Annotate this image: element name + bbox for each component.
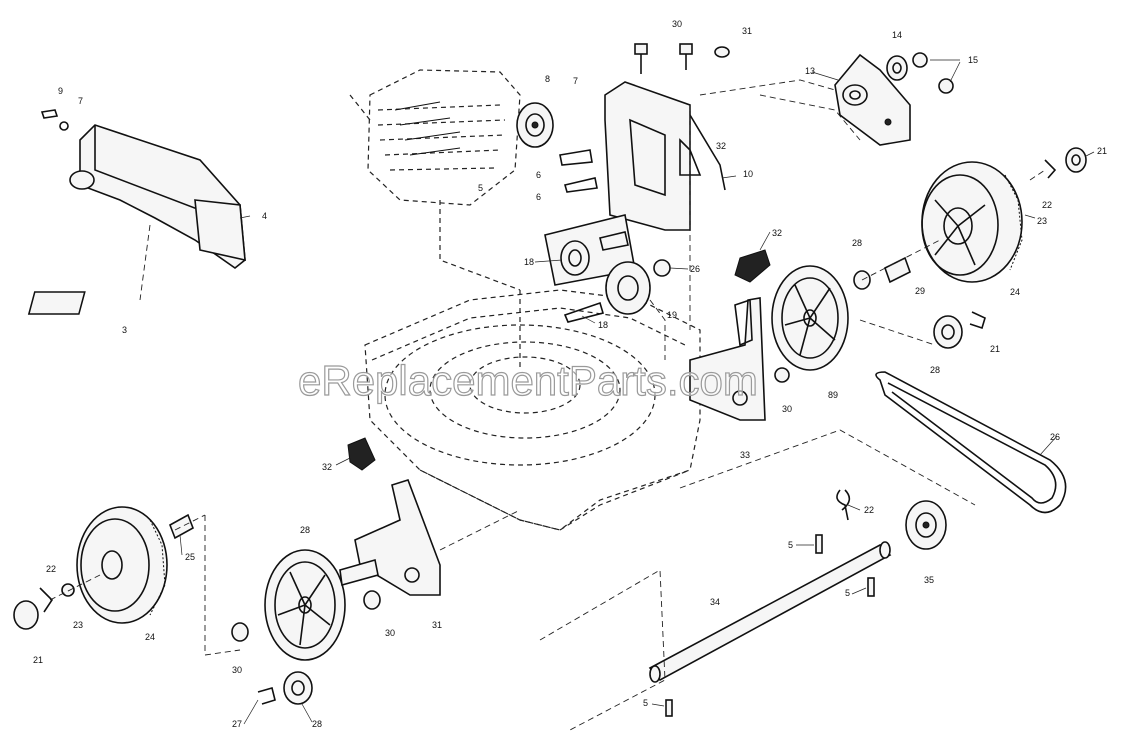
drive-pulley [905,500,947,550]
drive-shaft [539,429,976,731]
callout-21b: 21 [990,344,1000,354]
callout-6: 6 [536,170,541,180]
callout-5c: 5 [845,588,850,598]
callout-32c: 32 [322,462,332,472]
handle-bracket [604,81,726,330]
callout-5b: 5 [788,540,793,550]
shroud-hardware [40,109,69,131]
top-bolts [634,43,730,74]
callout-5d: 5 [643,698,648,708]
callout-34: 34 [710,597,720,607]
callout-18: 18 [524,257,534,267]
callout-22c: 22 [46,564,56,574]
callout-9: 9 [58,86,63,96]
callout-28c: 28 [300,525,310,535]
callout-32: 32 [716,141,726,151]
shaft-hardware [665,489,875,717]
rear-shroud [69,124,246,301]
callout-22b: 22 [864,505,874,515]
decal [27,291,86,315]
gear-case [544,214,671,360]
callout-7: 7 [78,96,83,106]
handle-plate [699,52,954,146]
callout-28d: 28 [312,719,322,729]
callout-30b: 30 [782,404,792,414]
callout-26: 26 [690,264,700,274]
callout-24b: 24 [145,632,155,642]
callout-5: 5 [478,183,483,193]
right-spacers [853,239,941,290]
callout-28: 28 [852,238,862,248]
callout-18b: 18 [598,320,608,330]
left-spacer [169,513,194,540]
mower-deck [364,289,701,531]
callout-30: 30 [672,19,682,29]
callout-22: 22 [1042,200,1052,210]
upper-pulley [516,102,598,193]
left-height-adjuster [339,479,521,610]
callout-13: 13 [805,66,815,76]
right-rear-wheel [921,147,1087,283]
left-washer [231,622,249,642]
callout-19: 19 [667,310,677,320]
callout-4: 4 [262,211,267,221]
left-leader [174,514,206,531]
right-height-adjuster [689,297,790,421]
callout-27: 27 [232,719,242,729]
callout-23b: 23 [73,620,83,630]
callout-30d: 30 [232,665,242,675]
engine [349,69,521,370]
callout-31b: 31 [432,620,442,630]
watermark: eReplacementParts.com [298,357,758,404]
callout-35: 35 [924,575,934,585]
callout-23: 23 [1037,216,1047,226]
callout-89: 89 [828,390,838,400]
callout-24: 24 [1010,287,1020,297]
callout-21: 21 [1097,146,1107,156]
callout-30c: 30 [385,628,395,638]
right-pinion [859,311,986,349]
left-gear-wheel [264,549,346,661]
callout-8: 8 [545,74,550,84]
right-gear-wheel [771,265,849,371]
drive-belt [875,371,1067,514]
callout-26b: 26 [1050,432,1060,442]
left-pinion [257,671,313,705]
callout-21c: 21 [33,655,43,665]
callout-10: 10 [743,169,753,179]
callout-32b: 32 [772,228,782,238]
callout-33: 33 [740,450,750,460]
left-grip [347,437,376,471]
callout-7b: 7 [573,76,578,86]
callout-28b: 28 [930,365,940,375]
left-axle-leader [204,515,241,656]
callout-3: 3 [122,325,127,335]
callout-15: 15 [968,55,978,65]
callout-29: 29 [915,286,925,296]
callout-6b: 6 [536,192,541,202]
callouts: 9 7 4 3 8 7 6 6 5 30 31 32 10 13 14 15 1… [33,19,1107,729]
callout-leaders [179,59,1095,725]
right-grip [734,249,771,283]
callout-31: 31 [742,26,752,36]
callout-14: 14 [892,30,902,40]
left-rear-wheel [13,506,168,630]
callout-25: 25 [185,552,195,562]
